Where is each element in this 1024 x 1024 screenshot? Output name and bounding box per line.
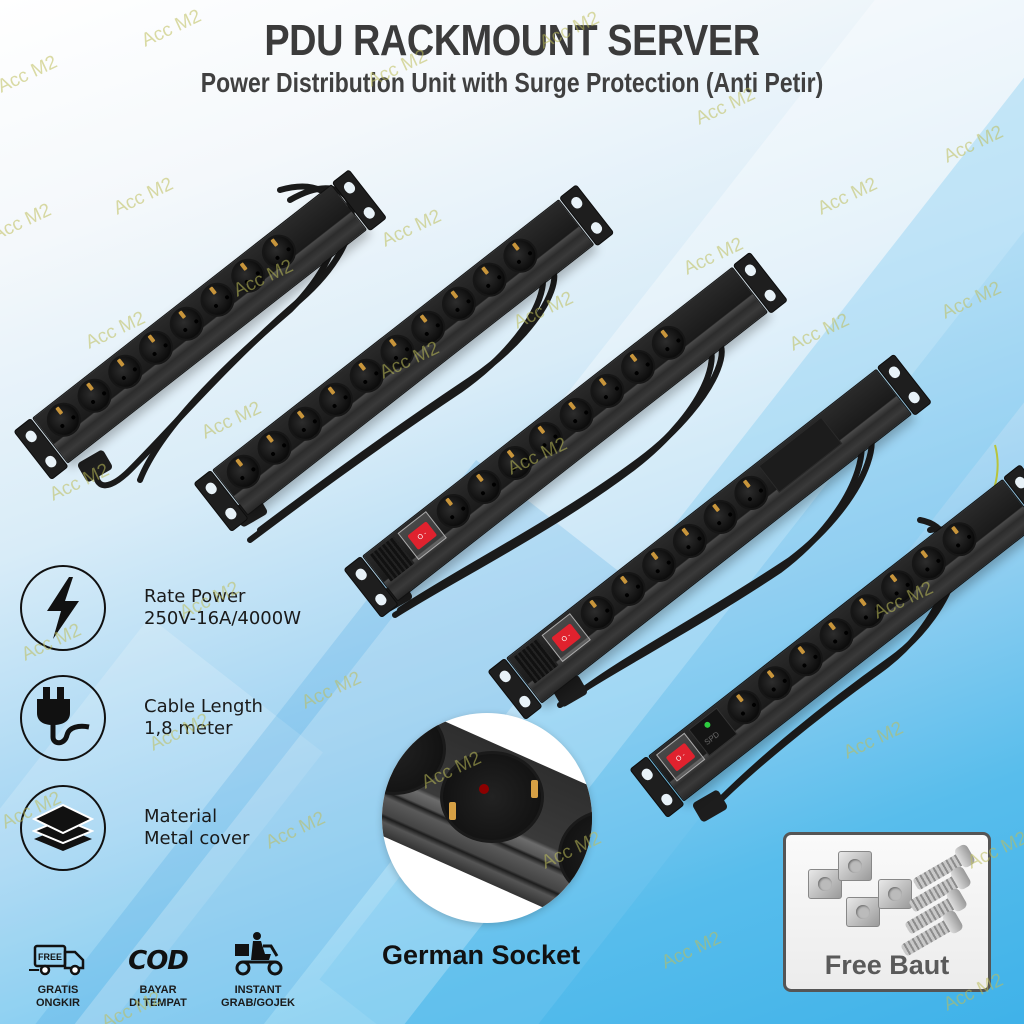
watermark: Acc M2 [0, 199, 55, 246]
power-switch-rocker: O - [665, 742, 696, 772]
feature-label: Rate Power [144, 586, 246, 607]
page-title: PDU RACKMOUNT SERVER [264, 16, 760, 65]
badge-cod: COD BAYAR DI TEMPAT [108, 932, 208, 1010]
badge-label-line2: GRAB/GOJEK [221, 997, 295, 1009]
feature-material: Material Metal cover [20, 780, 301, 876]
feature-list: Rate Power 250V-16A/4000W Cable Length 1… [20, 560, 301, 890]
plug-icon [20, 675, 106, 761]
watermark: Acc M2 [786, 309, 853, 356]
cage-nut [808, 869, 842, 899]
power-switch-rocker: O - [551, 623, 582, 653]
free-delivery-truck-icon: FREE [8, 932, 108, 976]
mounting-ear [558, 184, 615, 247]
watermark: Acc M2 [658, 927, 725, 974]
badge-label-line1: INSTANT [234, 984, 282, 996]
watermark: Acc M2 [938, 277, 1005, 324]
free-bolts-callout: Free Baut [783, 832, 991, 992]
blank-panel [758, 416, 843, 493]
badge-label-line2: ONGKIR [36, 997, 80, 1009]
mounting-ear [331, 169, 388, 232]
power-switch-rocker: O - [407, 521, 438, 551]
feature-label: Material [144, 806, 218, 827]
feature-value: 1,8 meter [144, 718, 233, 739]
watermark: Acc M2 [840, 717, 907, 764]
badge-label-line1: GRATIS [37, 984, 79, 996]
status-led-icon [703, 720, 712, 730]
header: PDU RACKMOUNT SERVER Power Distribution … [0, 18, 1024, 100]
watermark: Acc M2 [814, 173, 881, 220]
cage-nut [878, 879, 912, 909]
scooter-courier-icon [208, 932, 308, 976]
badge-label-line1: BAYAR [139, 984, 177, 996]
lightning-icon [20, 565, 106, 651]
watermark: Acc M2 [940, 121, 1007, 168]
layers-icon [20, 785, 106, 871]
feature-cable-length: Cable Length 1,8 meter [20, 670, 301, 766]
mounting-ear [876, 353, 933, 417]
badge-label-line2: DI TEMPAT [129, 997, 187, 1009]
german-socket-caption: German Socket [382, 940, 581, 970]
feature-label: Cable Length [144, 696, 263, 717]
svg-text:FREE: FREE [38, 952, 62, 962]
badge-free-shipping: FREE GRATIS ONGKIR [8, 932, 108, 1010]
badge-instant-delivery: INSTANT GRAB/GOJEK [208, 932, 308, 1010]
watermark: Acc M2 [110, 173, 177, 220]
feature-rate-power: Rate Power 250V-16A/4000W [20, 560, 301, 656]
cage-nut [846, 897, 880, 927]
service-badges: FREE GRATIS ONGKIR COD BAYAR DI TEMPAT [8, 932, 308, 1010]
cod-icon: COD [128, 946, 189, 976]
spd-label: SPD [702, 729, 722, 748]
free-bolts-caption: Free Baut [824, 950, 950, 980]
page-subtitle: Power Distribution Unit with Surge Prote… [200, 67, 824, 98]
mounting-ear [1002, 464, 1024, 527]
feature-value: 250V-16A/4000W [144, 608, 301, 629]
cage-nut [838, 851, 872, 881]
feature-value: Metal cover [144, 828, 250, 849]
watermark: Acc M2 [298, 667, 365, 714]
german-socket-detail [382, 713, 592, 923]
mounting-ear [732, 251, 789, 315]
socket-closeup [440, 751, 544, 843]
watermark: Acc M2 [378, 205, 445, 252]
